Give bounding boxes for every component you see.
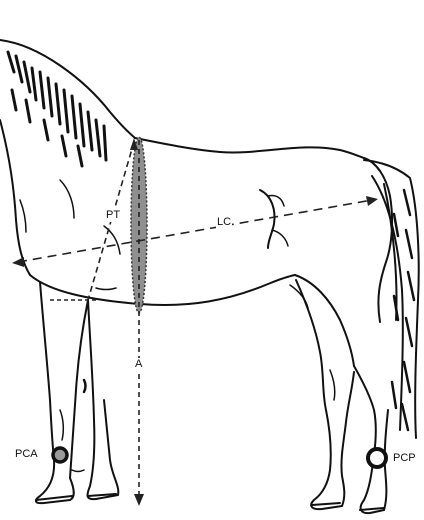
measurement-lines xyxy=(18,140,372,500)
label-a: A xyxy=(134,358,143,371)
pca-marker xyxy=(53,448,67,462)
label-pcp: PCP xyxy=(392,452,417,465)
horse-outline xyxy=(0,40,419,513)
label-pca: PCA xyxy=(14,448,39,461)
pcp-marker xyxy=(368,449,386,467)
measure-line-lc xyxy=(18,200,372,262)
arrowhead-lc-left xyxy=(12,257,24,267)
arrowhead-lc-right xyxy=(366,196,378,206)
label-lc: LC xyxy=(216,216,232,229)
arrowhead-a-bottom xyxy=(134,494,144,506)
mane-hatching xyxy=(8,52,106,166)
label-pt: PT xyxy=(105,209,121,222)
